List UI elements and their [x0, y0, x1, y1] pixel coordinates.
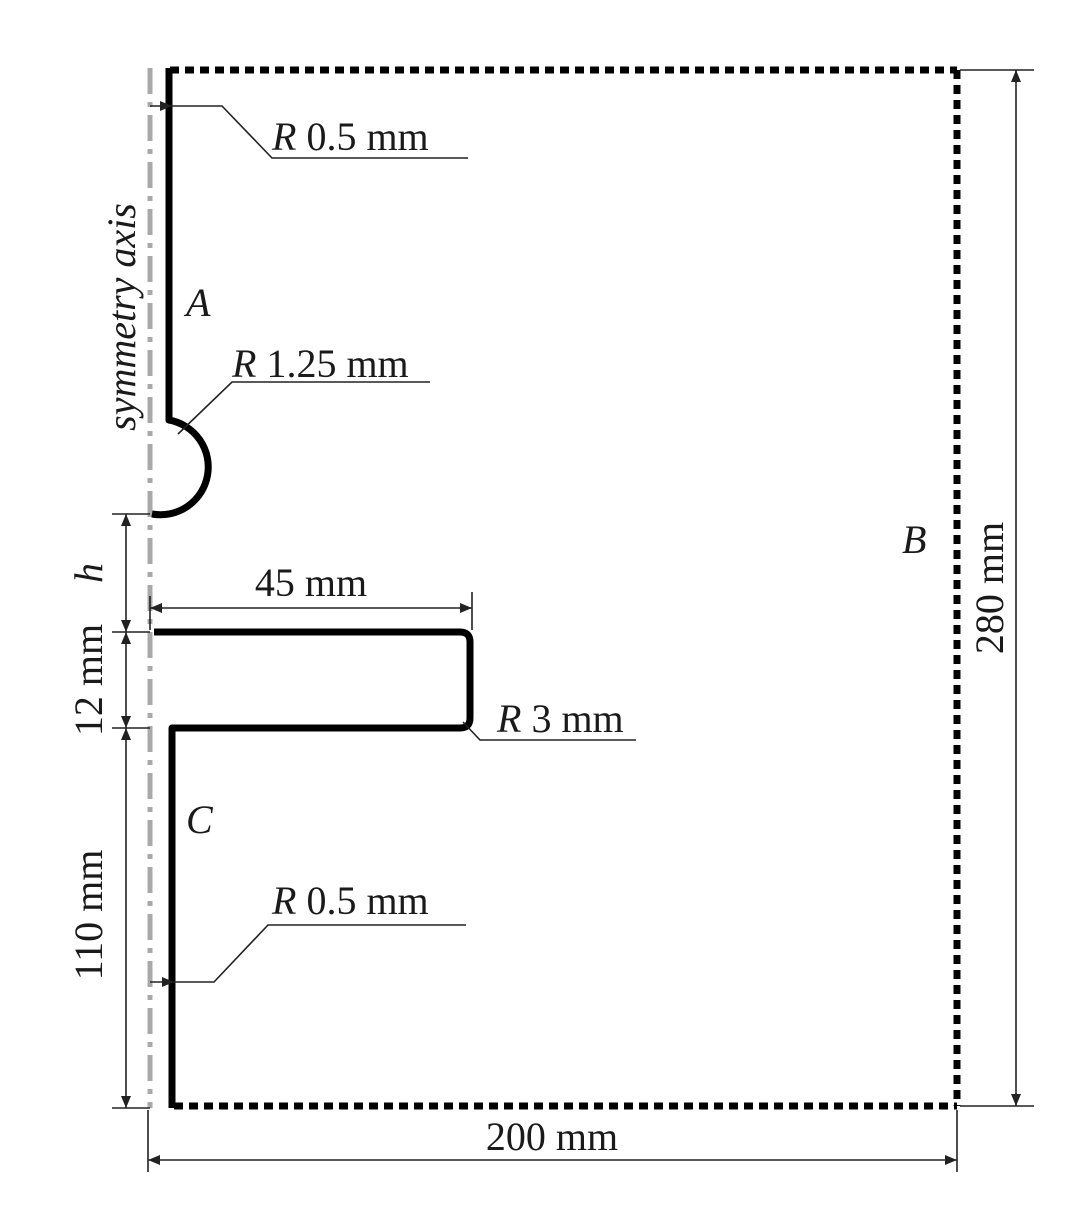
leader-bottom-radius: [150, 924, 466, 987]
symmetry-axis-label: symmetry axis: [99, 203, 144, 431]
electrode-c-outline: [154, 628, 474, 1108]
radius-bottom-label: R 0.5 mm: [271, 878, 429, 923]
slot-width-label: 12 mm: [66, 624, 111, 736]
region-b-label: B: [902, 517, 926, 562]
gap-h-label: h: [66, 563, 111, 583]
leader-tip-radius: [177, 381, 430, 435]
electrode-a-outline: [151, 68, 212, 519]
slot-length-dimension: [149, 592, 473, 630]
lower-length-label: 110 mm: [66, 850, 111, 981]
radius-corner-label: R 3 mm: [496, 696, 624, 741]
left-dimension-chain: [112, 513, 150, 1109]
slot-length-label: 45 mm: [255, 560, 367, 605]
radius-top-label: R 0.5 mm: [271, 114, 429, 159]
leader-top-radius: [150, 101, 468, 159]
region-a-label: A: [183, 280, 211, 325]
radius-tip-label: R 1.25 mm: [231, 341, 409, 386]
width-label: 200 mm: [486, 1114, 618, 1159]
region-c-label: C: [186, 797, 214, 842]
height-label: 280 mm: [967, 522, 1012, 654]
width-dimension: [147, 1110, 958, 1172]
leader-corner-radius: [462, 721, 636, 741]
height-dimension: [960, 69, 1034, 1107]
